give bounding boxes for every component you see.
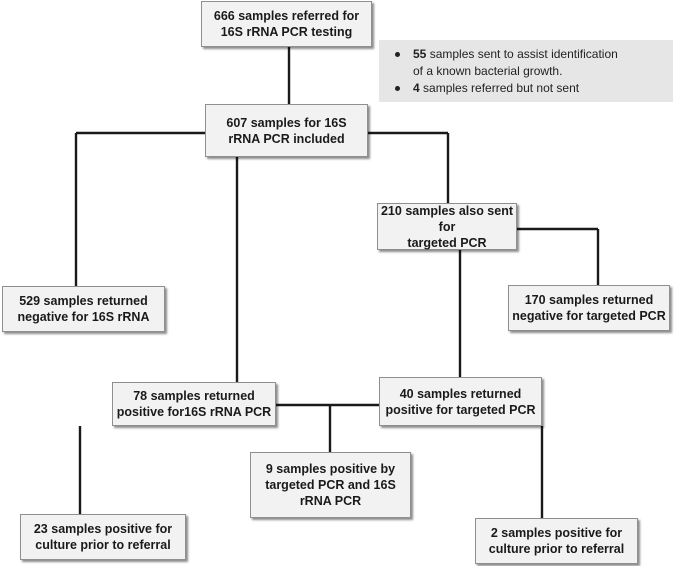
excluded-note: 55 samples sent to assist identification…: [379, 40, 673, 102]
box-positive-targeted-line2: positive for targeted PCR: [385, 402, 536, 417]
box-targeted-sent-line1: 210 samples also sent for: [380, 203, 514, 234]
box-culture-2-line1: 2 samples positive for: [490, 526, 623, 540]
box-culture-2: 2 samples positive for culture prior to r…: [475, 518, 638, 564]
box-positive-16s: 78 samples returned positive for16S rRNA …: [112, 382, 276, 426]
box-positive-both: 9 samples positive by targeted PCR and 16…: [250, 452, 411, 518]
box-positive-targeted-line1: 40 samples returned: [399, 386, 522, 401]
box-referred-line2: 16S rRNA PCR testing: [220, 25, 353, 39]
box-positive-16s-line1: 78 samples returned: [133, 389, 255, 403]
box-positive-16s-line2: positive for16S rRNA PCR: [116, 405, 272, 419]
box-targeted-sent-line2: targeted PCR: [407, 235, 487, 250]
box-negative-16s-line2: negative for 16S rRNA: [17, 310, 150, 324]
box-included-line1: 607 samples for 16S: [226, 115, 347, 130]
box-culture-23: 23 samples positive for culture prior to …: [20, 514, 186, 560]
excluded-count-55: 55: [413, 47, 427, 61]
box-positive-both-line3: rRNA PCR: [299, 494, 362, 508]
box-positive-both-line2: targeted PCR and 16S: [265, 478, 396, 492]
excluded-item-not-sent: 4 samples referred but not sent: [393, 80, 665, 97]
excluded-text-55: samples sent to assist identification: [426, 47, 618, 61]
box-negative-targeted: 170 samples returned negative for targete…: [508, 285, 670, 331]
box-negative-16s-line1: 529 samples returned: [19, 294, 148, 308]
box-negative-16s: 529 samples returned negative for 16S rRN…: [2, 286, 165, 332]
box-negative-targeted-line2: negative for targeted PCR: [512, 309, 666, 323]
box-included-line2: rRNA PCR included: [228, 131, 345, 146]
excluded-text-55-cont: of a known bacterial growth.: [413, 64, 563, 78]
box-negative-targeted-line1: 170 samples returned: [524, 293, 654, 307]
excluded-count-4: 4: [413, 81, 420, 95]
box-referred: 666 samples referred for 16S rRNA PCR tes…: [201, 1, 372, 47]
box-positive-both-line1: 9 samples positive by: [265, 462, 396, 476]
box-culture-23-line2: culture prior to referral: [35, 538, 171, 552]
excluded-item-bacterial: 55 samples sent to assist identification…: [393, 46, 665, 80]
box-culture-2-line2: culture prior to referral: [488, 542, 625, 556]
box-culture-23-line1: 23 samples positive for: [33, 522, 173, 536]
box-referred-line1: 666 samples referred for: [213, 9, 360, 23]
excluded-text-4: samples referred but not sent: [419, 81, 580, 95]
